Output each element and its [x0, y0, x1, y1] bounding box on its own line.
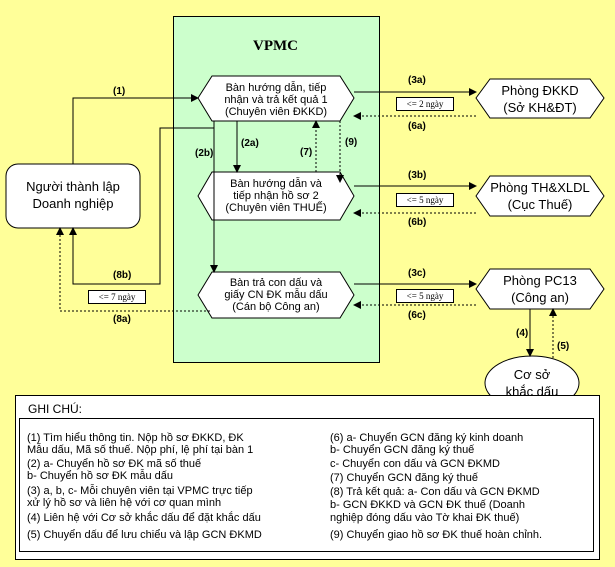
limit-thue: <= 5 ngày: [396, 193, 454, 207]
node-ban3-line1: Bàn trả con dấu và: [229, 277, 323, 289]
node-ban3-line3: (Cán bộ Công an): [232, 301, 320, 313]
note-left-2: (2) a- Chuyển hồ sơ ĐK mã số thuế: [27, 458, 202, 470]
notes-title: GHI CHÚ:: [28, 402, 82, 416]
edge-label-5: (5): [557, 341, 570, 352]
edge-label-7: (7): [300, 147, 313, 158]
node-phong-pc13-shape: [475, 268, 605, 310]
node-phong-dkkd: Phòng ĐKKD (Sở KH&ĐT): [476, 82, 604, 116]
node-ban3-line2: giấy CN ĐK mẫu dấu: [224, 289, 328, 301]
node-ban1-shape: [197, 75, 355, 122]
note-right-1: b- Chuyển GCN đăng ký thuế: [330, 444, 475, 456]
edge-label-4: (4): [516, 328, 529, 339]
note-left-5: xử lý hồ sơ và liên hệ với cơ quan mình: [27, 497, 222, 509]
node-phong-dkkd-line1: Phòng ĐKKD: [501, 83, 579, 98]
note-right-3: (7) Chuyển GCN đăng ký thuế: [330, 472, 478, 484]
note-left-0: (1) Tìm hiểu thông tin. Nộp hồ sơ ĐKKD, …: [27, 432, 244, 444]
note-left-1: Mẫu dấu, Mã số thuế. Nộp phí, lệ phí tại…: [27, 444, 254, 456]
note-right-5: b- GCN ĐKKD và GCN ĐK thuế (Doanh: [330, 499, 526, 511]
node-ban2-shape: [197, 171, 355, 221]
node-ban2-line1: Bàn hướng dẫn và: [230, 178, 322, 190]
edge-label-6c: (6c): [408, 310, 426, 321]
node-nguoi-thanh-lap-line2: Doanh nghiệp: [32, 196, 114, 211]
node-ban2-line3: (Chuyên viên THUẾ): [225, 202, 327, 214]
edge-label-6b: (6b): [408, 217, 427, 228]
edge-1: [72, 94, 199, 164]
node-phong-pc13-line2: (Công an): [511, 290, 569, 305]
notes-inner-frame: [19, 418, 594, 552]
note-left-6: (4) Liên hệ với Cơ sở khắc dấu để đặt kh…: [27, 512, 261, 524]
note-right-0: (6) a- Chuyển GCN đăng ký kinh doanh: [330, 432, 524, 444]
edge-label-3b: (3b): [408, 170, 427, 181]
node-phong-dkkd-shape: [475, 78, 605, 119]
edge-8a: [56, 227, 210, 312]
node-ban1-line3: (Chuyên viên ĐKKD): [224, 106, 328, 118]
node-nguoi-thanh-lap-line1: Người thành lập: [26, 179, 120, 194]
edge-label-1: (1): [113, 86, 126, 97]
vpmc-title: VPMC: [253, 38, 298, 54]
note-left-7: (5) Chuyển dấu để lưu chiểu và lập GCN Đ…: [27, 529, 262, 541]
node-ban2-line2: tiếp nhận hồ sơ 2: [233, 190, 319, 202]
edge-label-2a: (2a): [241, 138, 259, 149]
node-phong-pc13: Phòng PC13 (Công an): [476, 272, 604, 306]
limit-return: <= 7 ngày: [88, 290, 146, 304]
node-ban1-line1: Bàn hướng dẫn, tiếp: [225, 82, 327, 94]
edge-label-3c: (3c): [408, 268, 426, 279]
node-phong-th-line1: Phòng TH&XLDL: [490, 180, 590, 195]
node-ban2: Bàn hướng dẫn và tiếp nhận hồ sơ 2 (Chuy…: [205, 178, 347, 214]
node-ban1-line2: nhận và trả kết quả 1: [224, 94, 328, 106]
note-right-4: (8) Trả kết quả: a- Con dấu và GCN ĐKMD: [330, 486, 540, 498]
limit-dkkd: <= 2 ngày: [396, 97, 454, 111]
limit-pc13: <= 5 ngày: [396, 289, 454, 303]
note-right-2: c- Chuyển con dấu và GCN ĐKMD: [330, 458, 500, 470]
note-right-7: (9) Chuyển giao hồ sơ ĐK thuế hoàn chỉnh…: [330, 529, 543, 541]
node-phong-dkkd-line2: (Sở KH&ĐT): [503, 100, 577, 115]
node-phong-th-line2: (Cục Thuế): [507, 197, 573, 212]
edge-label-9: (9): [345, 137, 358, 148]
edge-label-8b: (8b): [113, 270, 132, 281]
notes-panel: [15, 395, 600, 560]
edge-8b: [69, 127, 214, 285]
note-left-4: (3) a, b, c- Mỗi chuyên viên tại VPMC tr…: [27, 485, 253, 497]
node-ban1: Bàn hướng dẫn, tiếp nhận và trả kết quả …: [205, 82, 347, 118]
edge-label-6a: (6a): [408, 121, 426, 132]
node-phong-pc13-line1: Phòng PC13: [503, 273, 577, 288]
node-nguoi-thanh-lap: Người thành lập Doanh nghiệp: [6, 178, 140, 212]
edge-label-8a: (8a): [113, 314, 131, 325]
node-co-so-line1: Cơ sở: [513, 367, 551, 382]
note-right-6: nghiệp đóng dấu vào Tờ khai ĐK thuế): [330, 512, 520, 524]
edge-label-3a: (3a): [408, 75, 426, 86]
node-phong-th-shape: [475, 175, 605, 217]
edge-label-2b: (2b): [195, 148, 214, 159]
node-ban3: Bàn trả con dấu và giấy CN ĐK mẫu dấu (C…: [205, 277, 347, 313]
node-phong-th: Phòng TH&XLDL (Cục Thuế): [476, 179, 604, 213]
note-left-3: b- Chuyển hồ sơ ĐK mẫu dấu: [27, 470, 174, 482]
